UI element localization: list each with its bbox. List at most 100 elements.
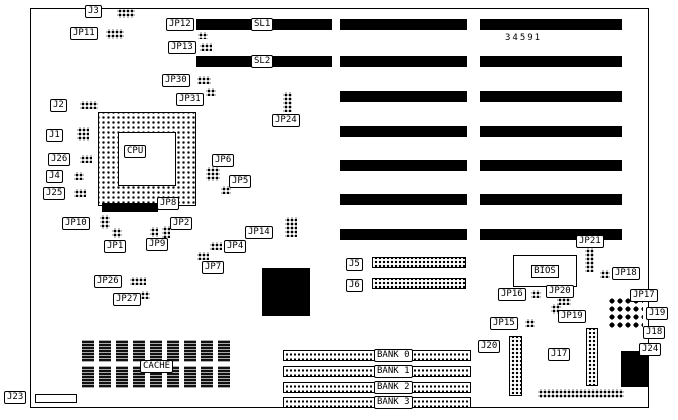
- label-jp8: JP8: [157, 197, 180, 210]
- isa-slot-row3-right: [480, 91, 622, 102]
- isa-slot-row7-left: [340, 229, 467, 240]
- bank2-label: BANK 2: [374, 381, 413, 394]
- jp5-header: [221, 186, 231, 194]
- j17-connector: [586, 328, 598, 386]
- jp30-header: [197, 76, 211, 84]
- slot-label-sl2: SL2: [251, 55, 274, 68]
- cache-chip-row: [82, 366, 231, 388]
- jp16-header: [531, 290, 541, 298]
- jp7-header: [197, 252, 209, 260]
- slot-label-sl1: SL1: [251, 18, 274, 31]
- label-j17: J17: [548, 348, 571, 361]
- label-jp10: JP10: [62, 217, 90, 230]
- j3-header: [117, 8, 135, 18]
- label-jp24: JP24: [272, 114, 300, 127]
- label-jp7: JP7: [202, 261, 225, 274]
- j1-header: [77, 127, 89, 141]
- bios-label: BIOS: [531, 264, 559, 278]
- label-j23: J23: [4, 391, 27, 404]
- label-jp11: JP11: [70, 27, 98, 40]
- j6-connector: [372, 278, 466, 289]
- jp20-header: [557, 297, 571, 305]
- label-jp2: JP2: [170, 217, 193, 230]
- j20-connector: [509, 336, 522, 396]
- label-jp6: JP6: [212, 154, 235, 167]
- label-j24: J24: [639, 343, 662, 356]
- isa-slot-row6-right: [480, 194, 622, 205]
- label-jp1: JP1: [104, 240, 127, 253]
- label-jp15: JP15: [490, 317, 518, 330]
- jp26-header: [130, 277, 146, 285]
- jp8-block: [102, 203, 158, 212]
- isa-slot-row4-left: [340, 126, 467, 137]
- bank0-label: BANK 0: [374, 349, 413, 362]
- jp21-header: [585, 248, 594, 272]
- label-jp21: JP21: [576, 235, 604, 248]
- isa-slot-row3-left: [340, 91, 467, 102]
- label-jp13: JP13: [168, 41, 196, 54]
- isa-slot-row1-left: [340, 19, 467, 30]
- jp6-header: [206, 167, 220, 181]
- j24-connector-block: [621, 351, 648, 387]
- label-jp16: JP16: [498, 288, 526, 301]
- cache-chip-row: [82, 340, 231, 362]
- label-jp4: JP4: [224, 240, 247, 253]
- isa-slot-row4-right: [480, 126, 622, 137]
- jp1-header: [112, 228, 122, 238]
- isa-slot-row1-right: [480, 19, 622, 30]
- label-j2: J2: [50, 99, 67, 112]
- jp24-header: [283, 92, 292, 112]
- isa-slot-row6-left: [340, 194, 467, 205]
- label-j5: J5: [346, 258, 363, 271]
- label-j19: J19: [646, 307, 669, 320]
- label-jp12: JP12: [166, 18, 194, 31]
- jp18-header: [600, 270, 610, 278]
- jp4-header: [210, 242, 222, 250]
- bottom-edge-pins: [538, 389, 624, 398]
- cpu-socket: [98, 112, 196, 206]
- label-jp20: JP20: [546, 285, 574, 298]
- jp2-header: [162, 226, 170, 238]
- label-jp5: JP5: [229, 175, 252, 188]
- bank3-label: BANK 3: [374, 396, 413, 409]
- jp12-header: [198, 32, 208, 39]
- label-j20: J20: [478, 340, 501, 353]
- label-jp9: JP9: [146, 238, 169, 251]
- cache-label: CACHE: [140, 360, 174, 373]
- part-number: 34591: [505, 33, 543, 43]
- label-j3: J3: [85, 5, 102, 18]
- j5-connector: [372, 257, 466, 268]
- label-j6: J6: [346, 279, 363, 292]
- j25-header: [74, 189, 86, 197]
- label-j1: J1: [46, 129, 63, 142]
- jp14-header: [285, 217, 297, 237]
- jp9-header: [150, 227, 158, 237]
- isa-slot-row2-left: [340, 56, 467, 67]
- label-j26: J26: [48, 153, 71, 166]
- bios-chip: BIOS: [513, 255, 577, 287]
- j4-header: [74, 172, 84, 180]
- jp11-header: [106, 29, 124, 39]
- isa-slot-row7-right: [480, 229, 622, 240]
- isa-slot-row2-right: [480, 56, 622, 67]
- label-jp14: JP14: [245, 226, 273, 239]
- jp27-header: [140, 291, 150, 299]
- label-jp31: JP31: [176, 93, 204, 106]
- jp10-header: [100, 215, 110, 229]
- jp31-header: [206, 88, 216, 96]
- label-j18: J18: [643, 326, 666, 339]
- label-jp18: JP18: [612, 267, 640, 280]
- label-jp30: JP30: [162, 74, 190, 87]
- bank1-label: BANK 1: [374, 365, 413, 378]
- cpu-socket-cavity: [118, 132, 176, 186]
- label-j4: J4: [46, 170, 63, 183]
- isa-slot-row5-right: [480, 160, 622, 171]
- isa-slot-row5-left: [340, 160, 467, 171]
- label-jp27: JP27: [113, 293, 141, 306]
- label-j25: J25: [43, 187, 66, 200]
- j23-connector: [35, 394, 77, 403]
- jp13-header: [200, 43, 212, 51]
- j26-header: [80, 155, 92, 163]
- j2-header: [80, 101, 98, 109]
